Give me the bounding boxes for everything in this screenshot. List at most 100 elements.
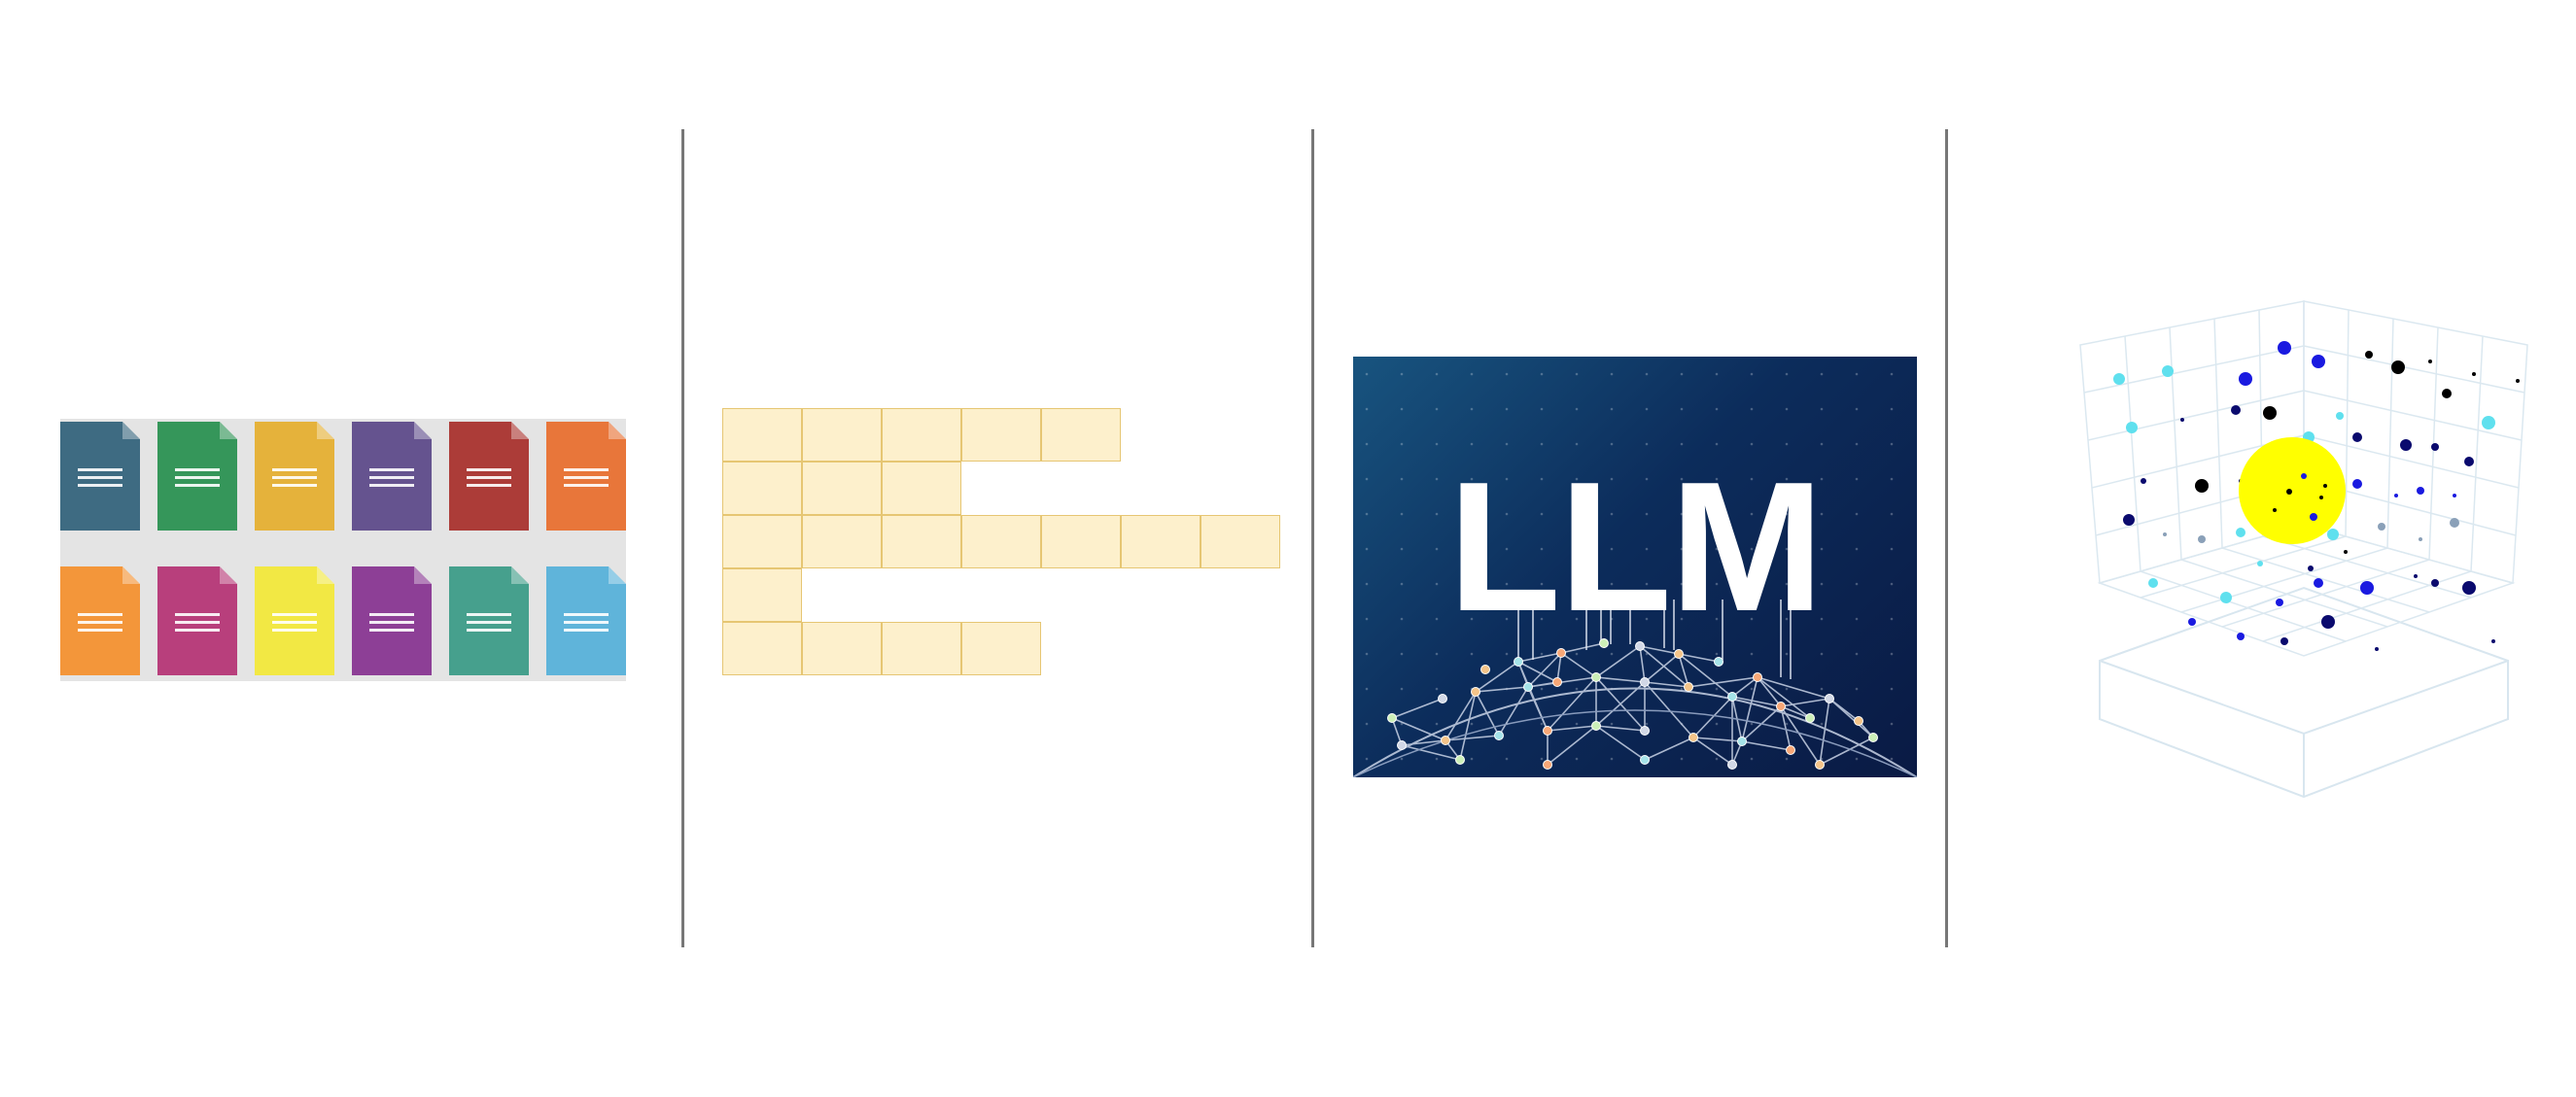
document-grid-panel (60, 419, 626, 681)
grid-cell (961, 515, 1041, 568)
network-node (1688, 733, 1698, 742)
scatter-point (2321, 615, 2335, 629)
scatter-point (2278, 341, 2291, 355)
divider-3 (1945, 129, 1948, 947)
scatter-point (2231, 405, 2241, 415)
llm-title: LLM (1447, 444, 1824, 650)
scatter-point (2472, 372, 2476, 376)
document-icon (449, 566, 529, 675)
scatter-point (2375, 647, 2379, 651)
scatter-point (2491, 639, 2495, 643)
scatter-point (2180, 418, 2184, 422)
scatter-point (2286, 489, 2292, 495)
network-node (1674, 649, 1684, 659)
grid-cell (802, 622, 882, 675)
scatter-cube-graphic (2079, 300, 2528, 799)
network-node (1480, 665, 1490, 674)
grid-cell (802, 462, 882, 515)
scatter-point (2442, 389, 2452, 398)
scatter-point (2400, 439, 2412, 451)
scatter-point (2257, 561, 2263, 566)
scatter-cube-panel (2071, 291, 2537, 836)
scatter-point (2308, 566, 2314, 571)
scatter-point (2276, 599, 2283, 606)
document-icon (352, 422, 432, 531)
network-node (1514, 657, 1523, 667)
document-icon (255, 422, 334, 531)
network-node (1640, 677, 1650, 687)
scatter-point (2195, 479, 2209, 493)
document-icon (60, 566, 140, 675)
network-node (1438, 694, 1447, 703)
document-icon (546, 566, 626, 675)
network-node (1552, 677, 1562, 687)
grid-cell (961, 408, 1041, 462)
divider-1 (681, 129, 684, 947)
scatter-point (2516, 379, 2520, 383)
network-node (1397, 740, 1407, 750)
scatter-point (2327, 529, 2339, 540)
scatter-point (2453, 494, 2456, 497)
network-node (1727, 692, 1737, 702)
scatter-point (2280, 637, 2288, 645)
scatter-point (2360, 581, 2374, 595)
network-node (1753, 672, 1762, 682)
grid-cell (1121, 515, 1201, 568)
network-node (1599, 638, 1609, 648)
grid-cell (722, 515, 802, 568)
network-node (1543, 726, 1552, 736)
scatter-point (2220, 592, 2232, 603)
network-node (1556, 648, 1566, 658)
scatter-point (2237, 633, 2245, 640)
grid-cell (1041, 408, 1121, 462)
block-grid-panel (722, 408, 1283, 676)
network-node (1455, 755, 1465, 765)
network-node (1776, 702, 1786, 711)
scatter-point (2464, 457, 2474, 466)
scatter-point (2273, 508, 2277, 512)
network-node (1815, 760, 1825, 770)
scatter-point (2344, 550, 2348, 554)
network-globe-graphic (1353, 372, 1917, 777)
scatter-point (2163, 532, 2167, 536)
scatter-point (2336, 412, 2344, 420)
network-node (1591, 672, 1601, 682)
network-node (1786, 745, 1795, 755)
network-node (1825, 694, 1834, 703)
network-node (1854, 716, 1863, 726)
grid-cell (722, 462, 802, 515)
grid-cell (882, 462, 961, 515)
scatter-point (2365, 351, 2373, 359)
grid-cell (961, 622, 1041, 675)
network-node (1543, 760, 1552, 770)
network-node (1868, 733, 1878, 742)
scatter-point (2419, 537, 2422, 541)
grid-cell (802, 515, 882, 568)
highlight-point (2239, 437, 2346, 544)
scatter-point (2352, 479, 2362, 489)
network-node (1635, 641, 1645, 651)
network-node (1494, 731, 1504, 740)
grid-cell (1041, 515, 1121, 568)
scatter-point (2141, 478, 2146, 484)
scatter-point (2414, 574, 2418, 578)
scatter-point (2148, 578, 2158, 588)
network-node (1387, 713, 1397, 723)
grid-cell (882, 408, 961, 462)
network-node (1523, 682, 1533, 692)
grid-cell (722, 408, 802, 462)
document-icon (546, 422, 626, 531)
scatter-point (2263, 406, 2277, 420)
scatter-point (2462, 581, 2476, 595)
llm-banner-panel: LLM (1353, 357, 1917, 777)
scatter-point (2236, 528, 2245, 537)
scatter-point (2431, 443, 2439, 451)
network-node (1640, 755, 1650, 765)
scatter-point (2378, 523, 2385, 531)
document-icon (255, 566, 334, 675)
scatter-point (2391, 360, 2405, 374)
grid-cell (882, 515, 961, 568)
scatter-point (2323, 484, 2327, 488)
grid-cell (722, 622, 802, 675)
scatter-point (2319, 496, 2323, 499)
